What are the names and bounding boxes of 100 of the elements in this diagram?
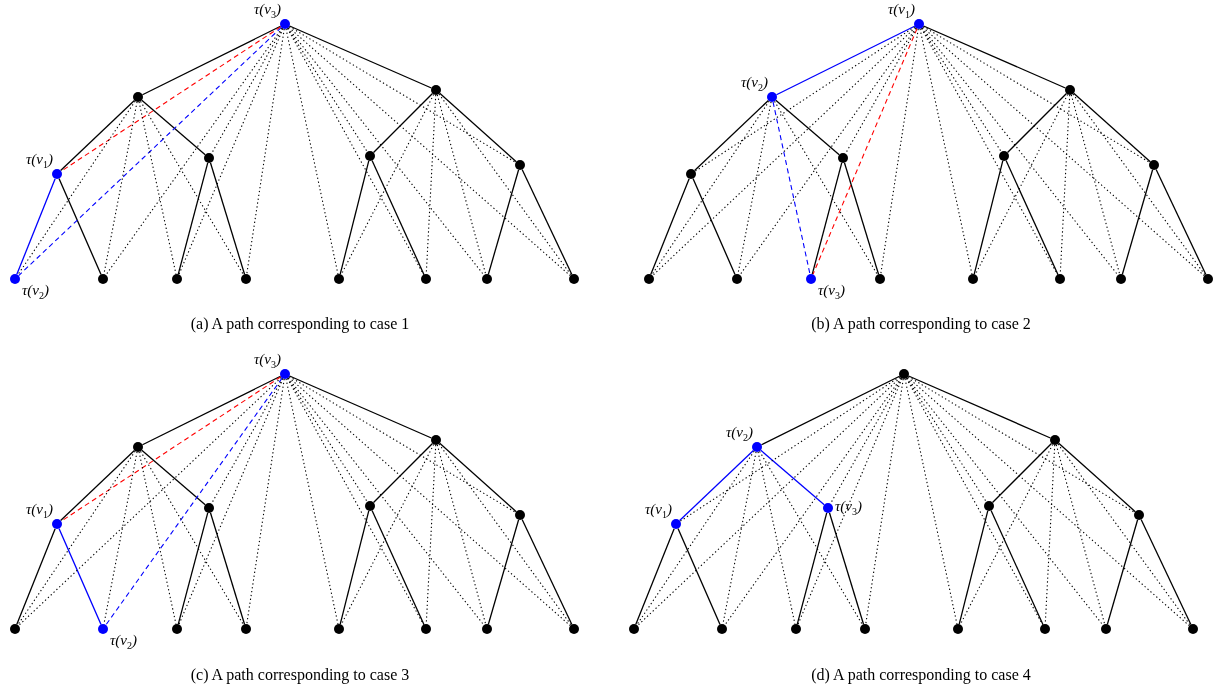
tree-edge	[339, 510, 370, 625]
tree-vertex	[280, 19, 290, 29]
tree-vertex	[515, 160, 525, 170]
dotted-line	[739, 27, 917, 276]
tree-vertex	[1065, 85, 1075, 95]
tree-edge	[16, 178, 56, 275]
tree-vertex	[791, 624, 801, 634]
tree-edge	[371, 509, 425, 626]
tree-edge	[775, 99, 840, 156]
dotted-line	[438, 93, 572, 276]
tree-vertex	[172, 274, 182, 284]
tree-vertex	[421, 274, 431, 284]
dotted-line	[651, 100, 770, 276]
tree-edge	[1058, 442, 1136, 513]
tree-vertex	[204, 153, 214, 163]
tree-vertex	[1040, 624, 1050, 634]
tree-vertex	[365, 501, 375, 511]
tree-edge	[209, 512, 246, 625]
panel-caption: (d) A path corresponding to case 4	[811, 667, 1031, 683]
tree-vertex	[1116, 274, 1126, 284]
tree-edge	[16, 528, 56, 625]
dotted-line	[340, 443, 435, 626]
tree-vertex	[365, 151, 375, 161]
dotted-line	[906, 377, 1104, 626]
tree-vertex	[752, 442, 762, 452]
tree-vertex	[98, 624, 108, 634]
vertex-label: τ(v$_{2}$)	[110, 633, 138, 651]
tree-edge	[141, 375, 282, 446]
tree-vertex	[1188, 624, 1198, 634]
tree-edge	[760, 449, 825, 506]
tree-vertex	[172, 624, 182, 634]
tree-vertex	[999, 151, 1009, 161]
dotted-line	[919, 28, 973, 275]
tree-edge	[693, 99, 770, 172]
tree-vertex	[133, 442, 143, 452]
tree-vertex	[10, 624, 20, 634]
tree-edge	[58, 177, 102, 276]
tree-vertex	[875, 274, 885, 284]
tree-vertex	[1101, 624, 1111, 634]
tree-vertex	[241, 624, 251, 634]
tree-vertex	[241, 274, 251, 284]
panel-caption: (b) A path corresponding to case 2	[811, 316, 1031, 332]
tree-vertex	[482, 274, 492, 284]
dotted-line	[103, 101, 138, 275]
tree-edge	[288, 25, 433, 89]
tree-edge	[677, 527, 721, 626]
tree-edge	[59, 99, 136, 172]
dotted-line	[959, 443, 1054, 626]
tree-edge	[141, 449, 206, 506]
tree-edge	[288, 375, 433, 439]
dotted-line	[974, 93, 1069, 276]
tree-edge	[487, 519, 520, 625]
tree-edge	[796, 512, 828, 625]
dotted-line	[287, 377, 485, 626]
dotted-line	[340, 93, 435, 276]
dotted-line	[436, 444, 487, 625]
dotted-line	[17, 100, 136, 276]
dotted-line	[438, 443, 572, 626]
dotted-line	[436, 94, 487, 275]
tree-edge	[811, 162, 843, 275]
tree-edge	[59, 449, 136, 522]
tree-vertex	[629, 624, 639, 634]
dotted-line	[724, 377, 902, 626]
tree-edge	[635, 528, 675, 625]
tree-edge	[372, 92, 434, 154]
tree-edge	[439, 442, 517, 513]
tree-vertex	[98, 274, 108, 284]
tree-edge	[650, 178, 690, 275]
dotted-line	[18, 376, 282, 627]
tree-edge	[521, 518, 573, 626]
tree-vertex	[732, 274, 742, 284]
tree-vertex	[431, 435, 441, 445]
tree-vertex	[686, 169, 696, 179]
dotted-line	[722, 451, 757, 625]
dotted-line	[1044, 444, 1056, 625]
tree-edge	[487, 169, 520, 275]
dotted-line	[1070, 94, 1121, 275]
tree-vertex	[806, 274, 816, 284]
tree-vertex	[569, 274, 579, 284]
tree-edge	[141, 99, 206, 156]
tree-edge	[209, 162, 246, 275]
tree-edge	[991, 442, 1053, 504]
dotted-line	[105, 27, 283, 276]
tree-edge	[990, 509, 1044, 626]
tree-vertex	[984, 501, 994, 511]
dotted-line	[1072, 93, 1206, 276]
tree-edge	[339, 160, 370, 275]
tree-edge	[1073, 92, 1151, 163]
vertex-label: τ(v$_{1}$)	[26, 502, 54, 520]
tree-vertex	[860, 624, 870, 634]
tree-vertex	[133, 92, 143, 102]
dotted-line	[246, 28, 285, 275]
tree-edge	[1005, 159, 1059, 276]
dotted-line	[103, 451, 138, 625]
dotted-line	[178, 378, 284, 625]
dashed-line	[105, 377, 283, 626]
vertex-label: τ(v$_{2}$)	[726, 425, 754, 443]
tree-vertex	[1203, 274, 1213, 284]
tree-edge	[678, 449, 755, 522]
tree-edge	[828, 512, 865, 625]
